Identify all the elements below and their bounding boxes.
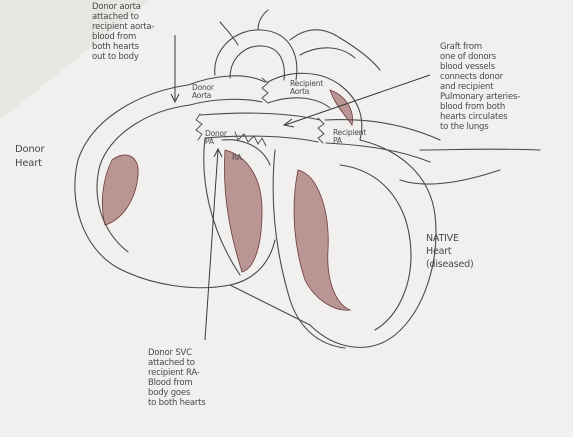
vessel-right-branch <box>290 30 340 40</box>
recipient-aorta-inner <box>268 98 330 108</box>
lung-branch <box>420 149 540 150</box>
graft-stitch-right <box>318 118 324 143</box>
donor-ra-stitch <box>235 132 266 146</box>
donor-heart-label: Donor Heart <box>15 143 44 171</box>
vessel-left-branch <box>220 22 238 45</box>
donor-lv-chamber <box>102 155 138 225</box>
donor-svc-note: Donor SVC attached to recipient RA- Bloo… <box>148 348 206 408</box>
recipient-aorta-label: Recipient Aorta <box>290 80 323 96</box>
recipient-ra-label: RA <box>232 154 242 162</box>
graft-note: Graft from one of donors blood vessels c… <box>440 42 520 132</box>
native-heart-lower <box>230 285 310 325</box>
native-heart-outline <box>310 140 436 347</box>
native-lv-chamber <box>294 170 350 310</box>
donor-aorta-label: Donor Aorta <box>192 84 214 100</box>
vessel-top-branch <box>258 10 268 30</box>
donor-aorta-tube-lower <box>190 99 262 105</box>
recipient-pa-label: Recipient PA <box>333 129 366 145</box>
vessel-far-right <box>340 38 380 70</box>
graft-arrowhead <box>284 119 294 127</box>
native-heart-label: NATIVE Heart (diseased) <box>426 232 474 271</box>
donor-rv-chamber <box>224 150 262 272</box>
donor-pa-label: Donor PA <box>205 130 227 146</box>
vessel-right-branch-2 <box>300 48 355 58</box>
native-right-curve <box>400 170 500 184</box>
native-heart-inner <box>340 165 411 330</box>
svc-arrow <box>205 150 218 340</box>
donor-aorta-note: Donor aorta attached to recipient aorta-… <box>92 2 154 62</box>
graft-stitch-left <box>196 114 202 140</box>
vessel-arch-inner <box>230 46 284 80</box>
